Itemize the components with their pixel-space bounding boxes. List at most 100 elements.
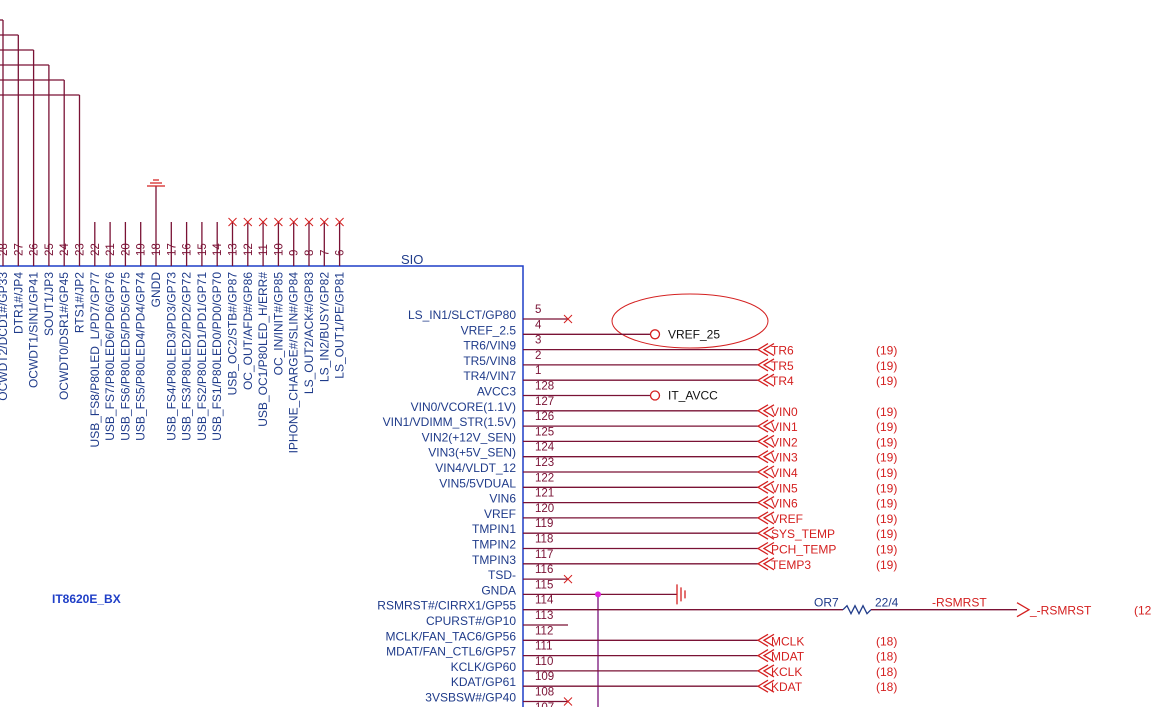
- side-pin-name: LS_IN1/SLCT/GP80: [408, 308, 516, 322]
- side-pin-number: 1: [535, 365, 541, 377]
- offpage-port-arrow: [756, 404, 775, 418]
- offpage-port-arrow: [756, 465, 775, 479]
- ground-symbol: [147, 179, 165, 187]
- top-pin-number: 24: [59, 243, 71, 256]
- side-pin-name: KDAT/GP61: [451, 675, 516, 689]
- net-label: MCLK: [771, 634, 804, 648]
- top-pin-number: 23: [75, 243, 87, 256]
- net-label: KCLK: [771, 665, 802, 679]
- top-pin-number: 26: [29, 243, 41, 256]
- side-pin-number: 114: [535, 595, 554, 607]
- resistor-symbol: [842, 604, 872, 616]
- top-pin-name: LS_OUT2/ACK#/GP83: [302, 272, 316, 394]
- side-pin-name: VIN5/5VDUAL: [439, 476, 516, 490]
- side-pin-name: TR5/VIN8: [463, 354, 516, 368]
- net-connector-circle: [649, 390, 661, 401]
- net-label: VIN4: [771, 466, 798, 480]
- net-label: -RSMRST: [932, 596, 987, 610]
- no-connect-mark: [274, 217, 283, 227]
- top-pin-name: USB_FS2/P80LED1/PD1/GP71: [195, 272, 209, 441]
- top-pin-name: LS_OUT1/PE/GP81: [333, 272, 347, 379]
- block-label: SIO: [401, 252, 423, 267]
- offpage-port-arrow: [756, 419, 775, 433]
- top-pin-name: USB_FS5/P80LED4/PD4/GP74: [134, 272, 148, 441]
- top-pin-number: 12: [243, 243, 255, 256]
- side-pin-number: 122: [535, 472, 554, 484]
- top-pin-name: GNDD: [149, 272, 163, 308]
- offpage-port-arrow: [756, 358, 775, 372]
- offpage-port-arrow: [756, 633, 775, 647]
- net-label: TR4: [771, 374, 794, 388]
- offpage-port-arrow: [756, 541, 775, 556]
- side-pin-name: VIN1/VDIMM_STR(1.5V): [383, 415, 516, 429]
- page-reference: (19): [876, 420, 897, 434]
- side-pin-name: TMPIN1: [472, 522, 516, 536]
- offpage-port-arrow: [756, 343, 775, 357]
- side-pin-number: 121: [535, 488, 554, 500]
- net-label: SYS_TEMP: [771, 527, 835, 541]
- top-pin-number: 19: [136, 243, 148, 256]
- offpage-port-arrow: [756, 373, 775, 387]
- side-pin-name: CPURST#/GP10: [426, 614, 516, 628]
- page-reference: (19): [876, 374, 897, 388]
- side-pin-name: PWRON#: [463, 706, 516, 707]
- side-pin-number: 127: [535, 396, 554, 408]
- top-pin-name: OCWDT1/SIN1/GP41: [27, 272, 41, 388]
- no-connect-mark: [304, 217, 314, 227]
- side-pin-name: MDAT/FAN_CTL6/GP57: [386, 645, 516, 659]
- side-pin-number: 4: [535, 319, 542, 331]
- side-pin-number: 110: [535, 656, 553, 668]
- net-label: TR6: [771, 344, 794, 358]
- no-connect-mark: [228, 217, 237, 227]
- no-connect-mark: [563, 574, 573, 584]
- page-reference: (12: [1134, 604, 1152, 618]
- side-pin-name: VIN6: [489, 492, 516, 506]
- net-label: IT_AVCC: [668, 389, 718, 403]
- side-pin-name: VREF: [484, 507, 516, 521]
- sio-box-outline: [0, 265, 524, 707]
- page-reference: (19): [876, 451, 897, 465]
- top-pin-name: RTS1#/JP2: [73, 272, 87, 333]
- side-pin-name: KCLK/GP60: [451, 660, 517, 674]
- top-pin-number: 14: [212, 243, 224, 256]
- side-pin-name: RSMRST#/CIRRX1/GP55: [377, 599, 516, 613]
- analog-ground-symbol: [676, 584, 686, 605]
- offpage-port-arrow: [756, 679, 775, 693]
- resistor-value: 22/4: [875, 596, 899, 610]
- side-pin-number: 115: [535, 579, 553, 591]
- top-pin-number: 6: [335, 250, 347, 256]
- page-reference: (19): [876, 435, 897, 449]
- offpage-port-arrow: [756, 496, 775, 510]
- top-pin-name: USB_FS6/P80LED5/PD5/GP75: [118, 272, 132, 441]
- static-geometry: [0, 265, 769, 707]
- offpage-port-arrow: [756, 526, 775, 540]
- side-pin-name: VIN2(+12V_SEN): [422, 430, 516, 444]
- side-pin-number: 111: [535, 641, 552, 653]
- page-reference: (18): [876, 650, 897, 664]
- side-pin-number: 118: [535, 534, 553, 546]
- no-connect-mark: [258, 217, 268, 227]
- side-pin-number: 109: [535, 671, 554, 683]
- page-reference: (19): [876, 481, 897, 495]
- net-label: VREF_25: [668, 327, 720, 341]
- top-pin-number: 17: [166, 243, 178, 256]
- page-reference: (19): [876, 405, 897, 419]
- side-pin-name: VIN4/VLDT_12: [435, 461, 516, 475]
- top-pin-name: USB_FS4/P80LED3/PD3/GP73: [164, 272, 178, 441]
- offpage-port-arrow: [756, 480, 775, 494]
- junction-dot: [595, 591, 601, 598]
- net-label: VIN2: [771, 435, 798, 449]
- top-pin-number: 10: [273, 243, 285, 256]
- page-reference: (19): [876, 558, 897, 572]
- top-pin-name: LS_IN2/BUSY/GP82: [317, 272, 331, 382]
- top-pin-name: OC_OUT/AFD#/GP86: [241, 272, 255, 390]
- page-reference: (19): [876, 359, 897, 373]
- no-connect-mark: [289, 217, 299, 227]
- page-reference: (18): [876, 634, 897, 648]
- net-label: MDAT: [771, 650, 805, 664]
- no-connect-mark: [319, 217, 329, 227]
- net-label: VIN1: [771, 420, 798, 434]
- top-pin-number: 13: [228, 243, 240, 256]
